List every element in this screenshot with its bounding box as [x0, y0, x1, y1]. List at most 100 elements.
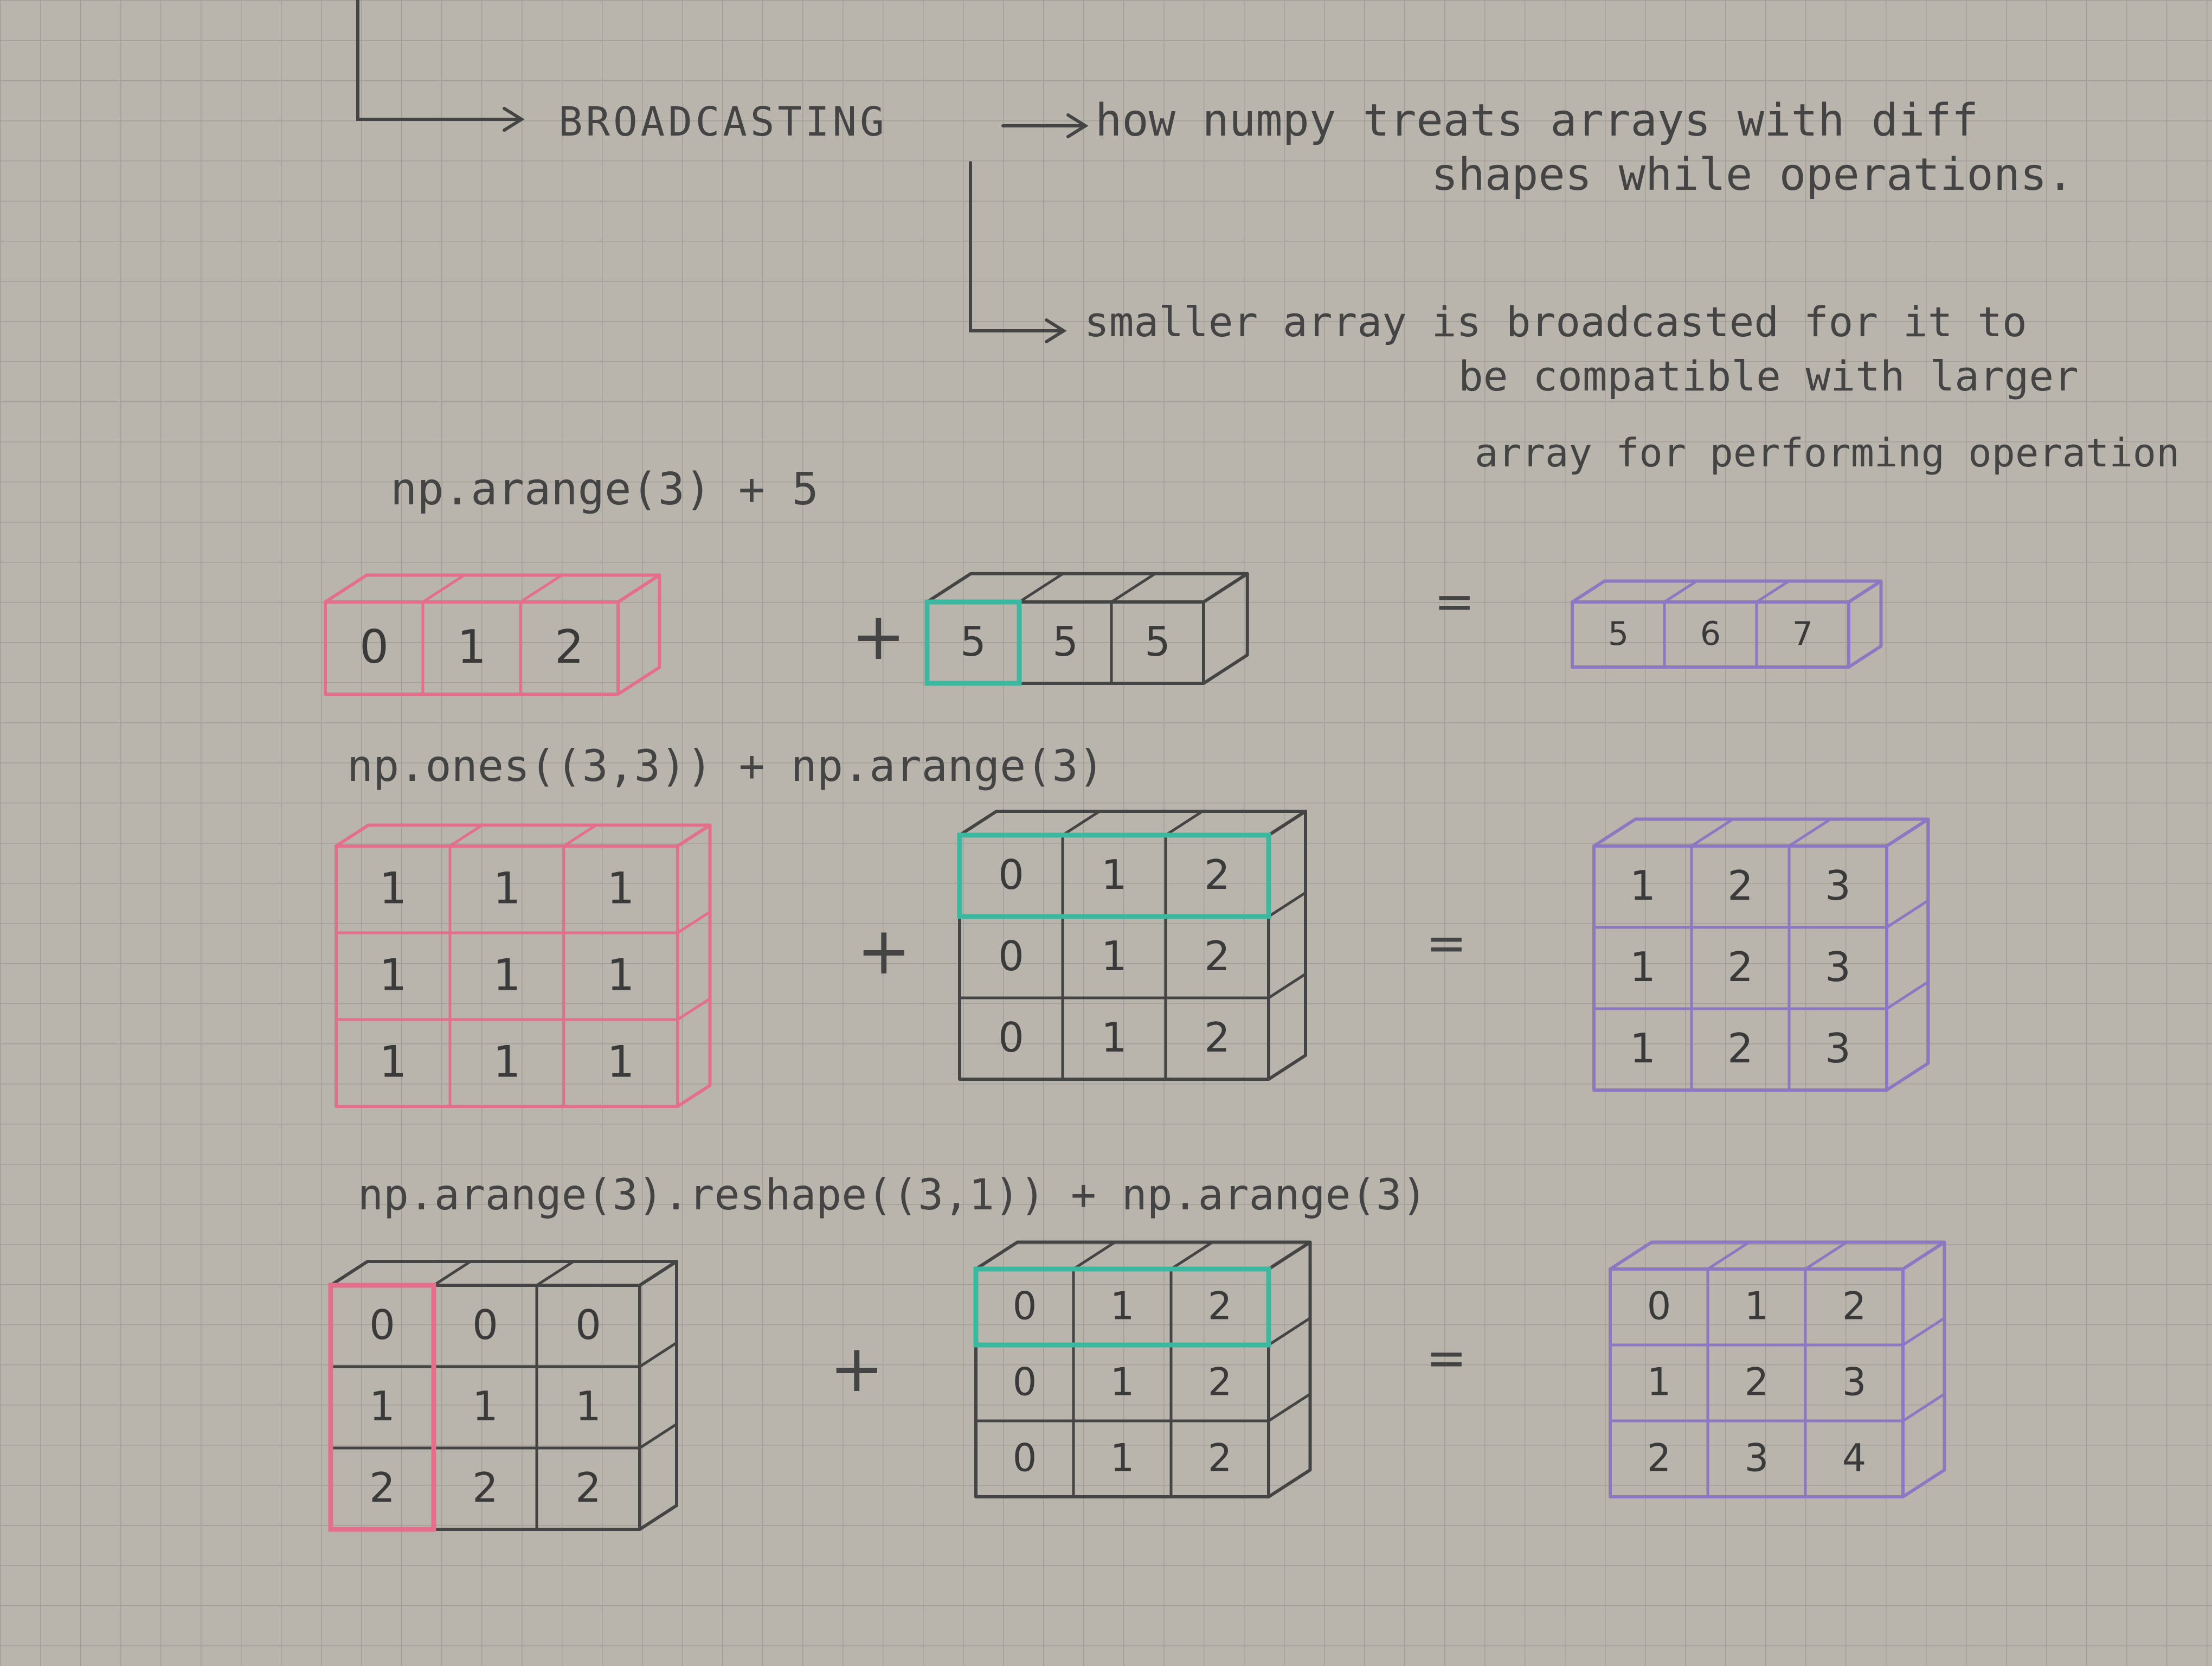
cell-value: 3 — [1825, 1024, 1851, 1072]
cell-value: 2 — [1842, 1284, 1867, 1328]
array-3-result-top-divider — [1707, 1241, 1750, 1271]
term-broadcasting: BROADCASTING — [558, 99, 888, 145]
array-1-result: 5 6 7 — [1571, 579, 1883, 669]
detail-line-2: be compatible with larger — [1458, 352, 2079, 400]
cell-value: 7 — [1792, 615, 1813, 653]
array-3-result-front-face — [1609, 1267, 1905, 1498]
cell-value: 3 — [1842, 1360, 1867, 1404]
cell-value: 1 — [369, 1382, 395, 1430]
cell-value: 1 — [380, 950, 407, 1001]
cell-value: 2 — [369, 1464, 395, 1511]
arrowhead-3 — [1045, 318, 1067, 343]
array-2-right-side-divider — [1268, 891, 1307, 918]
cell-value: 1 — [1101, 1014, 1127, 1061]
cell-value: 1 — [380, 863, 407, 914]
cell-value: 0 — [998, 1014, 1024, 1061]
cell-value: 2 — [1204, 851, 1230, 899]
cell-value: 1 — [1110, 1436, 1135, 1480]
cell-value: 6 — [1700, 615, 1721, 653]
array-1-result-front-face — [1571, 600, 1850, 669]
cell-value: 2 — [1204, 1014, 1230, 1061]
expression-1: np.arange(3) + 5 — [390, 464, 819, 515]
cell-value: 0 — [1013, 1360, 1037, 1404]
cell-value: 1 — [575, 1382, 601, 1430]
cell-value: 1 — [380, 1037, 407, 1087]
cell-value: 0 — [369, 1301, 395, 1349]
plus-sign-1: + — [851, 599, 906, 675]
array-2-result-side-divider — [1886, 981, 1929, 1010]
cell-value: 1 — [1630, 1024, 1656, 1072]
cell-value: 0 — [359, 620, 389, 674]
equals-sign-3: = — [1426, 1330, 1467, 1387]
cell-value: 2 — [1208, 1284, 1232, 1328]
array-3-right-side-divider — [1268, 1393, 1311, 1422]
cell-value: 1 — [1110, 1360, 1135, 1404]
cell-value: 1 — [1101, 851, 1127, 899]
array-3-left-side-divider — [639, 1341, 678, 1368]
array-1-result-top-divider — [1756, 580, 1790, 604]
definition-line-2: shapes while operations. — [1431, 149, 2074, 201]
detail-line-1: smaller array is broadcasted for it to — [1084, 298, 2027, 346]
array-2-right-top-divider — [1062, 810, 1101, 837]
array-3-result-side-divider — [1902, 1317, 1945, 1347]
cell-value: 0 — [1013, 1436, 1037, 1480]
array-3-right-top-divider — [1072, 1241, 1116, 1271]
cell-value: 0 — [472, 1301, 498, 1349]
array-2-right-top-divider — [1165, 810, 1204, 837]
bracket-arrow-2 — [969, 161, 1064, 332]
array-1-right-top-divider — [1018, 572, 1064, 604]
cell-value: 2 — [1208, 1436, 1232, 1480]
cell-value: 2 — [1727, 862, 1753, 909]
array-3-left-highlight — [328, 1283, 436, 1532]
cell-value: 4 — [1842, 1436, 1867, 1480]
array-1-left-top-divider — [422, 574, 465, 604]
cell-value: 1 — [1630, 862, 1656, 909]
cell-value: 2 — [1727, 943, 1753, 991]
definition-line-1: how numpy treats arrays with diff — [1095, 95, 1978, 146]
cell-value: 1 — [607, 1037, 635, 1087]
array-1-right-highlight — [924, 599, 1022, 686]
array-1-left-top-divider — [519, 574, 563, 604]
plus-sign-2: + — [857, 914, 911, 989]
cell-value: 1 — [1101, 932, 1127, 980]
array-3-result-top-divider — [1804, 1241, 1848, 1271]
array-1-right-top-divider — [1110, 572, 1156, 604]
equals-sign-2: = — [1426, 915, 1467, 972]
cell-value: 1 — [493, 1037, 521, 1087]
cell-value: 1 — [607, 863, 635, 914]
array-2-left-side-divider — [677, 997, 711, 1021]
array-1-result-top-divider — [1663, 580, 1697, 604]
detail-line-3: array for performing operation — [1475, 430, 2179, 476]
cell-value: 5 — [1144, 618, 1171, 665]
cell-value: 1 — [1647, 1360, 1671, 1404]
cell-value: 2 — [575, 1464, 601, 1511]
array-2-right-side-divider — [1268, 972, 1307, 999]
arrowhead-2 — [1066, 113, 1089, 138]
cell-value: 1 — [607, 950, 635, 1001]
plus-sign-3: + — [829, 1331, 884, 1407]
cell-value: 3 — [1745, 1436, 1769, 1480]
bracket-arrow-1 — [356, 0, 522, 121]
cell-value: 2 — [1647, 1436, 1671, 1480]
cell-value: 2 — [1204, 932, 1230, 980]
expression-3: np.arange(3).reshape((3,1)) + np.arange(… — [358, 1171, 1427, 1220]
cell-value: 2 — [1208, 1360, 1232, 1404]
cell-value: 5 — [1608, 615, 1629, 653]
cell-value: 0 — [575, 1301, 601, 1349]
cell-value: 0 — [1647, 1284, 1671, 1328]
cell-value: 5 — [960, 618, 986, 665]
cell-value: 0 — [998, 932, 1024, 980]
array-3-left-side-divider — [639, 1422, 678, 1450]
array-2-left-front-face — [335, 844, 679, 1108]
array-2-result-top-divider — [1690, 818, 1734, 848]
cell-value: 2 — [1727, 1024, 1753, 1072]
array-2-left-top-divider — [449, 824, 483, 848]
array-2-right-highlight — [957, 832, 1271, 919]
